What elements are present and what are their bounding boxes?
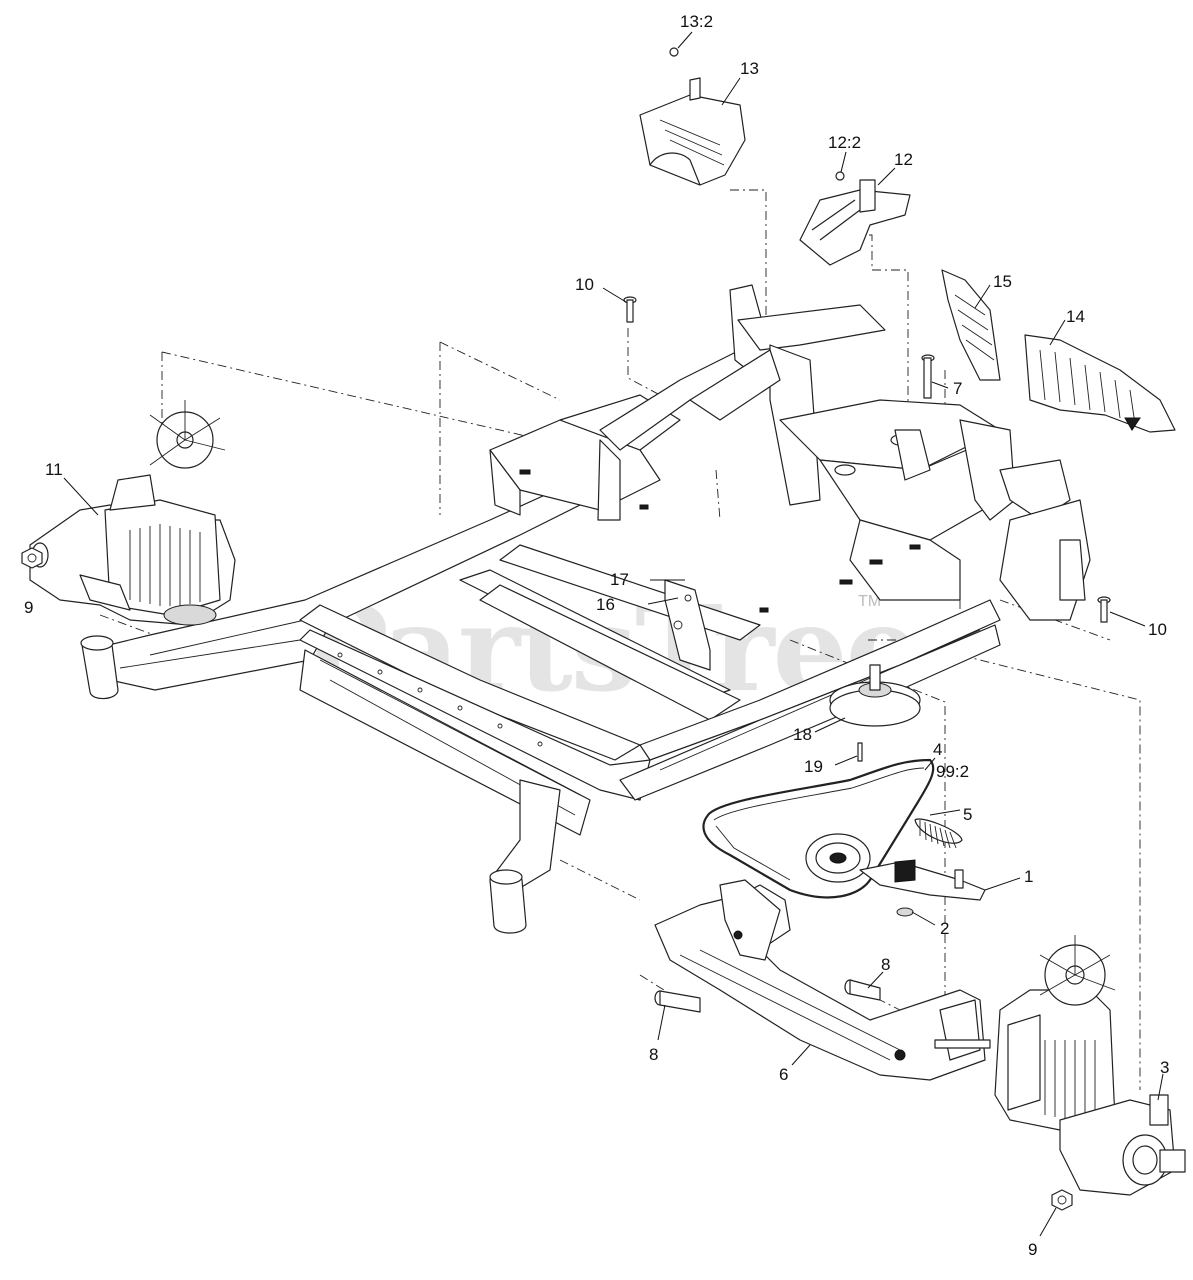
label-4: 4 <box>933 740 942 759</box>
label-3: 3 <box>1160 1058 1169 1077</box>
part-10-bolt-top[interactable] <box>623 296 637 323</box>
label-8-right: 8 <box>881 955 890 974</box>
label-12: 12 <box>894 150 913 169</box>
main-frame <box>80 284 1091 934</box>
label-16: 16 <box>596 595 615 614</box>
part-2-washer[interactable] <box>896 907 914 917</box>
part-9-nut-left[interactable] <box>21 547 43 569</box>
label-13: 13 <box>740 59 759 78</box>
label-19: 19 <box>804 757 823 776</box>
part-16-17-plate[interactable] <box>664 579 711 671</box>
part-7-pin[interactable] <box>921 354 935 399</box>
part-8-pin-left[interactable] <box>654 990 701 1013</box>
part-3-transaxle-right[interactable] <box>994 935 1186 1196</box>
part-14-shroud[interactable] <box>1024 334 1176 433</box>
label-2: 2 <box>940 919 949 938</box>
label-13-2: 13:2 <box>680 12 713 31</box>
label-10-top: 10 <box>575 275 594 294</box>
label-1: 1 <box>1024 867 1033 886</box>
part-6-pump-bracket[interactable] <box>654 879 991 1081</box>
label-14: 14 <box>1066 307 1085 326</box>
part-10-bolt-right[interactable] <box>1097 596 1111 623</box>
label-6: 6 <box>779 1065 788 1084</box>
part-9-nut-bottom[interactable] <box>1051 1189 1073 1211</box>
label-5: 5 <box>963 805 972 824</box>
label-17: 17 <box>610 570 629 589</box>
label-8-left: 8 <box>649 1045 658 1064</box>
part-13-shield[interactable] <box>639 47 746 186</box>
part-18-pulley[interactable] <box>829 664 921 727</box>
part-15-side-shield[interactable] <box>941 269 1001 381</box>
part-19-key[interactable] <box>857 742 863 762</box>
leader-lines <box>63 31 1164 1237</box>
part-11-transaxle-left[interactable] <box>29 400 236 626</box>
label-9-left: 9 <box>24 598 33 617</box>
part-12-bracket[interactable] <box>799 171 911 266</box>
label-11: 11 <box>45 460 63 479</box>
part-5-spring[interactable] <box>914 818 963 849</box>
label-99-2: 99:2 <box>936 762 969 781</box>
label-18: 18 <box>793 725 812 744</box>
label-9-bottom: 9 <box>1028 1240 1037 1259</box>
label-7: 7 <box>953 379 962 398</box>
watermark-trademark: TM <box>858 593 881 610</box>
part-8-pin-right[interactable] <box>844 979 881 1001</box>
label-10-right: 10 <box>1148 620 1167 639</box>
part-1-idler-arm[interactable] <box>805 833 986 901</box>
part-4-belt[interactable] <box>702 758 935 899</box>
label-12-2: 12:2 <box>828 133 861 152</box>
label-15: 15 <box>993 272 1012 291</box>
part-labels: 13:2 13 12:2 12 10 15 14 7 11 9 17 16 10… <box>24 12 1169 1259</box>
